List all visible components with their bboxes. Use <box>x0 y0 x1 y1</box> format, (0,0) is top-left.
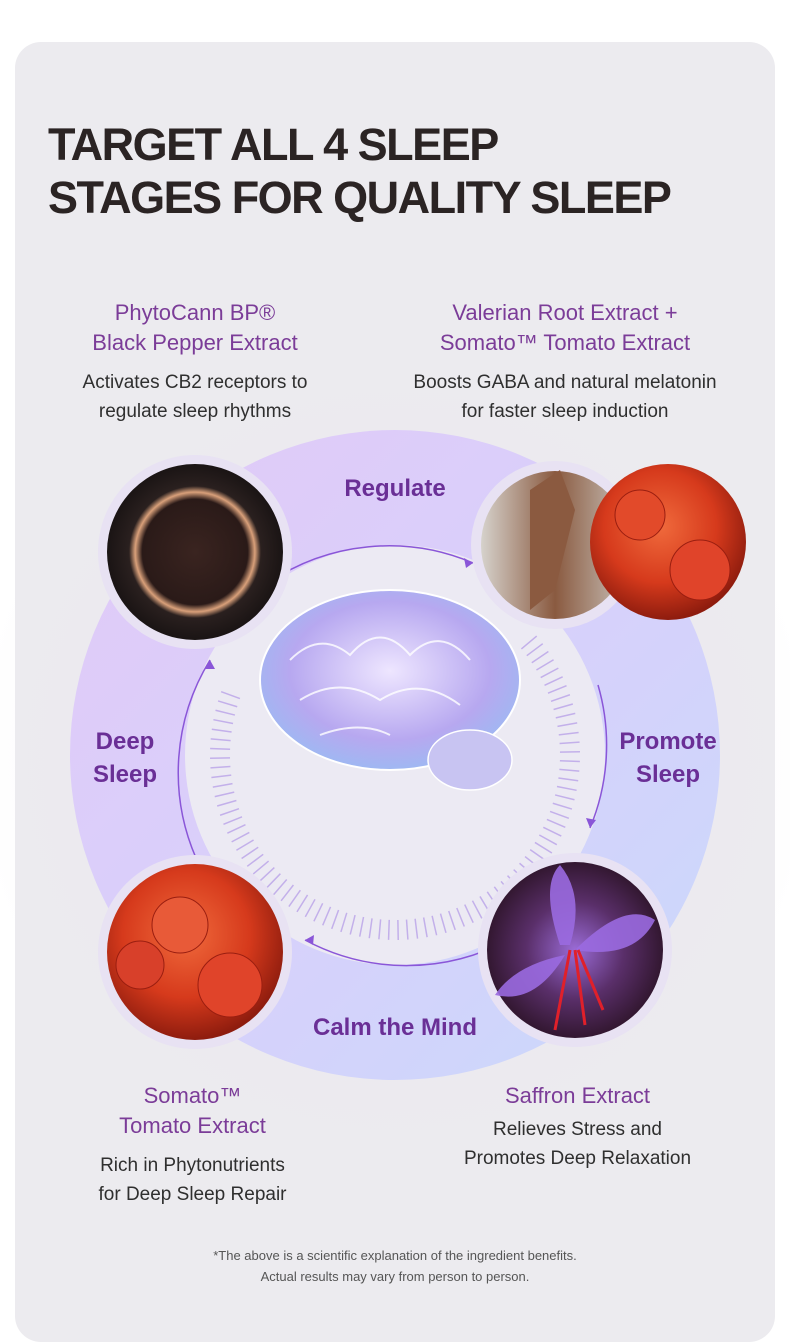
tick-mark <box>560 761 580 762</box>
stage-calm-the-mind: Calm the Mind <box>270 1011 520 1044</box>
tick-mark <box>389 920 390 940</box>
ingredient-black-pepper: PhytoCann BP®Black Pepper Extract Activa… <box>40 298 350 426</box>
ingredient-heading: Valerian Root Extract +Somato™ Tomato Ex… <box>375 298 755 358</box>
ingredient-valerian-somato: Valerian Root Extract +Somato™ Tomato Ex… <box>375 298 755 426</box>
title-line: STAGES FOR QUALITY SLEEP <box>48 171 670 224</box>
black-pepper-image <box>98 455 292 649</box>
page-title: TARGET ALL 4 SLEEP STAGES FOR QUALITY SL… <box>48 118 670 224</box>
tomato-image <box>98 855 292 1049</box>
ingredient-heading: Saffron Extract <box>420 1081 735 1111</box>
ingredient-heading: PhytoCann BP®Black Pepper Extract <box>40 298 350 358</box>
stage-regulate: Regulate <box>300 472 490 505</box>
tick-mark <box>210 749 230 750</box>
valerian-tomato-image <box>471 461 746 629</box>
title-line: TARGET ALL 4 SLEEP <box>48 118 670 171</box>
footnote: *The above is a scientific explanation o… <box>0 1245 790 1287</box>
